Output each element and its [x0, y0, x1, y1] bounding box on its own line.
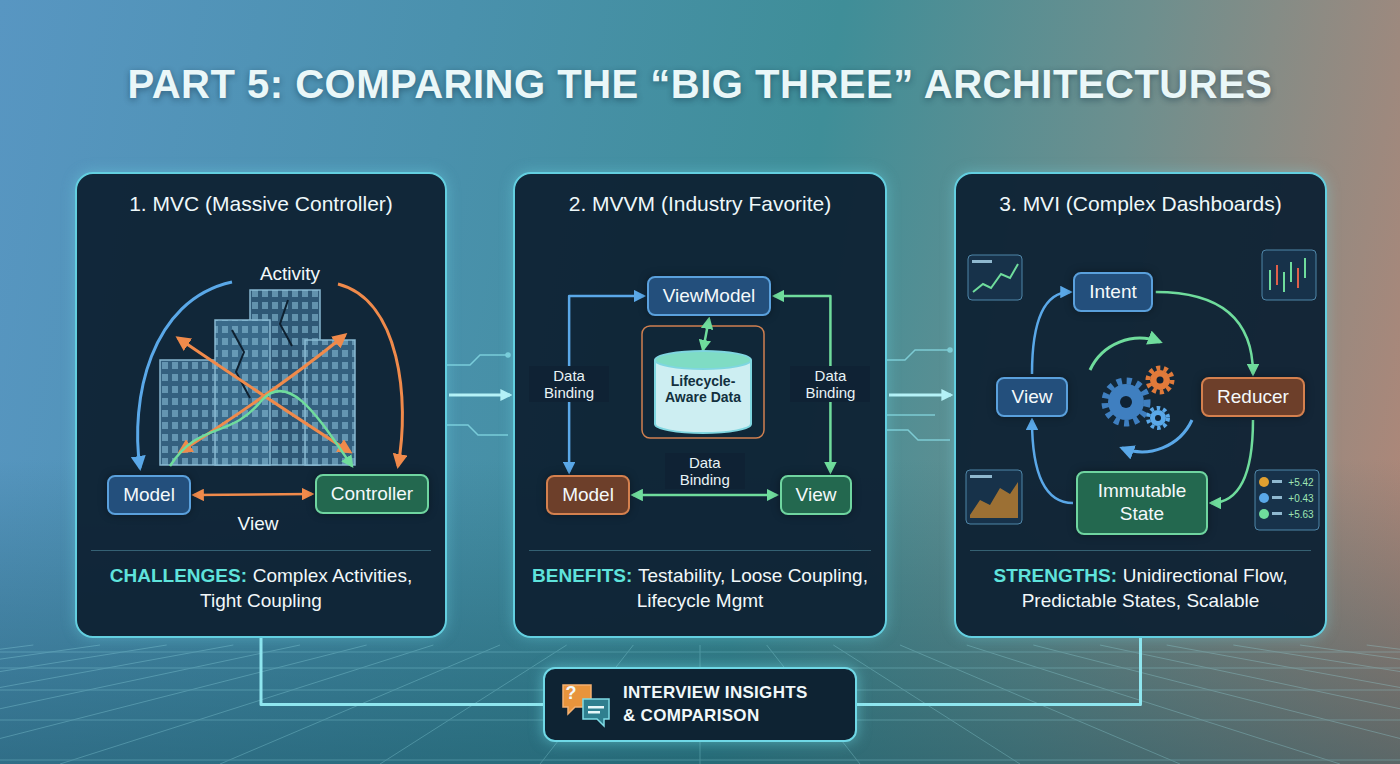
- insights-text: INTERVIEW INSIGHTS & COMPARISON: [623, 682, 823, 726]
- value-text: +0.43: [1288, 493, 1313, 504]
- data-cylinder: Lifecycle-Aware Data: [653, 349, 753, 435]
- architecture-panel: 1. MVC (Massive Controller)CHALLENGES:Co…: [75, 172, 447, 638]
- controller-box: Controller: [315, 474, 429, 514]
- connector: [1032, 420, 1073, 503]
- reducer-box: Reducer: [1201, 377, 1305, 417]
- connector: [1156, 292, 1253, 374]
- panel-footer: BENEFITS:Testability, Loose Coupling, Li…: [529, 550, 871, 626]
- box-label: Reducer: [1217, 386, 1289, 408]
- edge-label: Data Binding: [529, 366, 609, 403]
- box-label: View: [1012, 386, 1053, 408]
- diagram-title: PART 5: COMPARING THE “BIG THREE” ARCHIT…: [0, 62, 1400, 107]
- box-label: View: [796, 484, 837, 506]
- component-label: Activity: [260, 263, 320, 285]
- data-frame: [642, 326, 764, 438]
- panel-heading: 2. MVVM (Industry Favorite): [521, 192, 879, 216]
- footer-body: Testability, Loose Coupling, Lifecycle M…: [637, 565, 868, 611]
- box-label: Controller: [331, 483, 413, 505]
- footer-text: CHALLENGES:Complex Activities, Tight Cou…: [91, 564, 431, 613]
- connector: [194, 494, 312, 495]
- state-box: Immutable State: [1076, 471, 1208, 535]
- footer-key: STRENGTHS:: [994, 565, 1118, 586]
- model-box: Model: [107, 475, 191, 515]
- model-box: Model: [546, 475, 630, 515]
- box-label: ViewModel: [663, 285, 756, 307]
- grid-floor: [0, 645, 1400, 764]
- icon-glyph: ?: [566, 683, 577, 704]
- panel-backing: [955, 173, 1326, 637]
- panel-footer: STRENGTHS:Unidirectional Flow, Predictab…: [970, 550, 1311, 626]
- footer-text: BENEFITS:Testability, Loose Coupling, Li…: [529, 564, 871, 613]
- connector: [703, 319, 709, 350]
- value-text: +5.42: [1288, 477, 1313, 488]
- insights-box: INTERVIEW INSIGHTS & COMPARISON: [543, 667, 857, 742]
- box-label: Immutable State: [1092, 480, 1192, 526]
- connector: [261, 638, 543, 705]
- panel-heading: 1. MVC (Massive Controller): [83, 192, 439, 216]
- cylinder-label: Lifecycle-Aware Data: [653, 349, 753, 405]
- box-label: Intent: [1089, 281, 1137, 303]
- architecture-panel: 3. MVI (Complex Dashboards) STRENGTHS:Uni…: [954, 172, 1327, 638]
- edge-label: Data Binding: [790, 366, 870, 403]
- gear-cycle: [1090, 338, 1192, 452]
- connector: [449, 394, 510, 397]
- panel-footer: CHALLENGES:Complex Activities, Tight Cou…: [91, 550, 431, 626]
- intent-box: Intent: [1073, 272, 1153, 312]
- panel-heading: 3. MVI (Complex Dashboards): [962, 192, 1319, 216]
- architecture-panel: 2. MVVM (Industry Favorite) BENEFITS:Test…: [513, 172, 887, 638]
- connector: [889, 394, 951, 397]
- connector: [633, 494, 777, 497]
- panel-backing: [514, 173, 886, 637]
- footer-key: CHALLENGES:: [110, 565, 247, 586]
- view-box: View: [996, 377, 1069, 417]
- box-label: Model: [562, 484, 614, 506]
- dashboard-cards: [966, 250, 1319, 530]
- footer-key: BENEFITS:: [532, 565, 632, 586]
- panel-backing: [76, 173, 446, 637]
- connector: [857, 638, 1141, 705]
- box-label: Model: [123, 484, 175, 506]
- view-box: View: [780, 475, 853, 515]
- component-label: View: [238, 513, 279, 535]
- footer-text: STRENGTHS:Unidirectional Flow, Predictab…: [970, 564, 1311, 613]
- edge-label: Data Binding: [665, 453, 745, 490]
- viewmodel-box: ViewModel: [647, 276, 772, 316]
- connector: [1211, 420, 1253, 503]
- value-text: +5.63: [1288, 509, 1313, 520]
- building-illustration: [138, 282, 403, 468]
- connector: [1032, 292, 1070, 374]
